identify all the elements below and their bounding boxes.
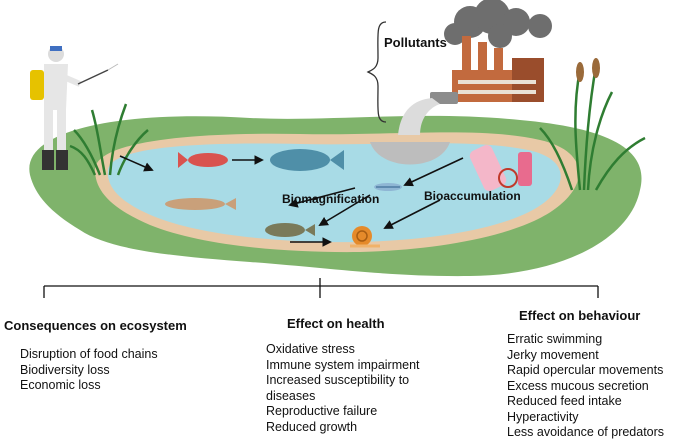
flow-arrows <box>119 155 464 247</box>
large-fish-icon <box>270 149 344 171</box>
list-item: Biodiversity loss <box>20 362 110 377</box>
plastic-waste-icon <box>469 144 532 192</box>
small-fish-icon <box>265 223 315 237</box>
list-item: Rapid opercular movements <box>507 363 664 377</box>
list-item: Immune system impairment <box>266 357 420 372</box>
snail-icon <box>350 226 380 248</box>
list-item: Excess mucous secretion <box>507 378 649 393</box>
ecosystem-list: Disruption of food chains Biodiversity l… <box>20 347 158 394</box>
list-item: Less avoidance of predators <box>507 425 665 439</box>
discharge-pipe <box>430 92 458 104</box>
behaviour-heading: Effect on behaviour <box>519 308 641 323</box>
polluted-discharge <box>398 98 440 135</box>
reeds-right <box>539 65 646 191</box>
branch-connector <box>43 278 599 298</box>
health-list: Oxidative stress Immune system impairmen… <box>266 342 420 435</box>
list-item: diseases <box>266 388 316 403</box>
pollutants-brace <box>366 21 387 123</box>
list-item: Erratic swimming <box>507 332 603 346</box>
list-item: Reproductive failure <box>266 404 378 418</box>
health-heading: Effect on health <box>287 316 385 331</box>
farmer-spraying-figure <box>30 46 119 170</box>
list-item: Jerky movement <box>507 347 599 362</box>
reeds-left <box>69 103 149 176</box>
biomagnification-label: Biomagnification <box>282 192 379 206</box>
list-item: Disruption of food chains <box>20 347 158 361</box>
list-item: Reduced growth <box>266 419 358 434</box>
ecosystem-heading: Consequences on ecosystem <box>4 318 187 333</box>
pollutants-label: Pollutants <box>384 35 447 50</box>
bioaccumulation-label: Bioaccumulation <box>424 189 521 203</box>
red-fish-icon <box>178 152 228 168</box>
list-item: Hyperactivity <box>507 409 579 424</box>
catfish-icon <box>165 198 236 210</box>
list-item: Reduced feed intake <box>507 394 622 408</box>
smoke-cloud <box>444 0 552 48</box>
zebrafish-icon <box>374 183 402 191</box>
cattail-icon <box>576 58 600 82</box>
effluent-plume <box>370 142 450 165</box>
list-item: Economic loss <box>20 378 101 392</box>
pond-pollution-illustration: Pollutants <box>29 0 646 277</box>
factory-icon <box>452 36 544 102</box>
list-item: Increased susceptibility to <box>266 373 410 387</box>
behaviour-list: Erratic swimming Jerky movement Rapid op… <box>507 332 664 441</box>
list-item: Oxidative stress <box>266 342 355 356</box>
